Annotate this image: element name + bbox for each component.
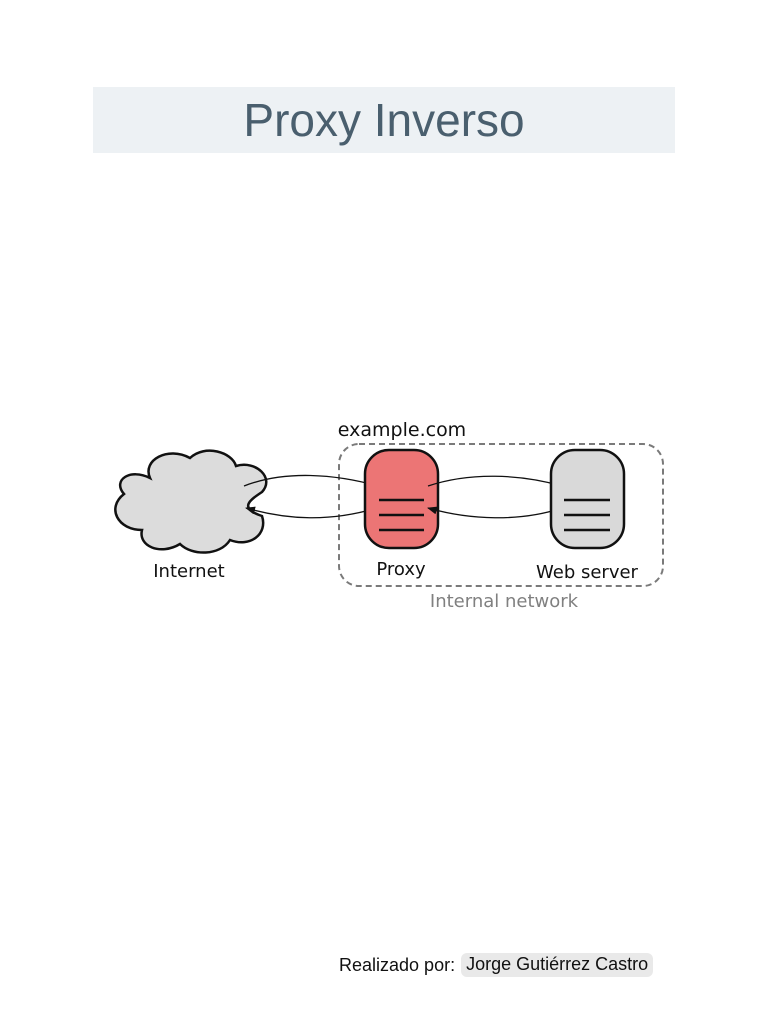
internal-network-label: Internal network bbox=[430, 591, 579, 612]
author-label: Realizado por: bbox=[339, 954, 456, 975]
proxy-label: Proxy bbox=[376, 559, 426, 580]
internet-label: Internet bbox=[153, 561, 224, 582]
webserver-to-proxy-arrow bbox=[427, 506, 563, 519]
proxy-to-internet-arrow bbox=[245, 506, 378, 519]
author-credit: Realizado por: Jorge Gutiérrez Castro bbox=[339, 953, 654, 977]
domain-label: example.com bbox=[338, 419, 466, 441]
title-banner: Proxy Inverso bbox=[93, 87, 675, 153]
proxy-to-webserver-arrow bbox=[427, 475, 563, 488]
internet-cloud-icon bbox=[114, 449, 268, 554]
internal-network-boundary bbox=[338, 443, 664, 587]
web-server-label: Web server bbox=[536, 562, 639, 583]
author-name: Jorge Gutiérrez Castro bbox=[461, 953, 654, 977]
page-title: Proxy Inverso bbox=[243, 94, 525, 146]
internet-to-proxy-arrow bbox=[243, 474, 379, 488]
